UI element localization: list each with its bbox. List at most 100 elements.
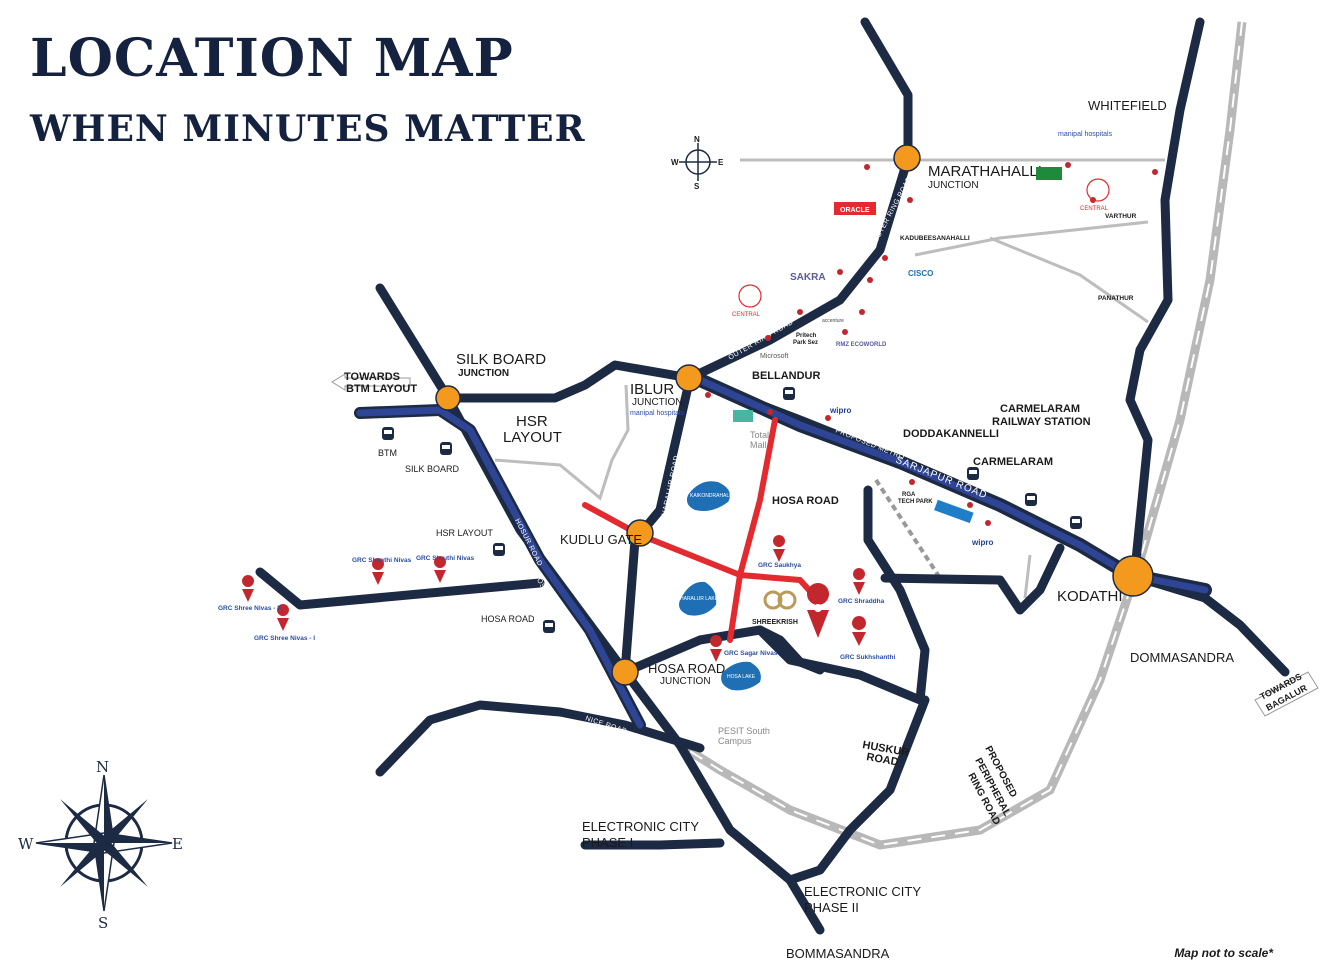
green-brand-logo: [1036, 167, 1062, 180]
marathahalli-junction-marker: [893, 144, 921, 172]
grc-shanthi-pin: [372, 558, 385, 585]
central-label-2: CENTRAL: [732, 312, 761, 318]
rga-label-2: TECH PARK: [898, 499, 933, 505]
shreekrish-label: SHREEKRISH: [752, 619, 798, 626]
marathahalli-label: MARATHAHALLI: [928, 163, 1042, 180]
pesit-label-2: Campus: [718, 736, 752, 746]
kadubeesanahalli-label: KADUBEESANAHALLI: [900, 235, 970, 242]
junction-markers: [435, 144, 1154, 686]
small-compass-e: E: [718, 158, 724, 167]
sakra-logo: SAKRA: [790, 272, 826, 283]
grc-sukhshanthi-pin: [852, 616, 867, 646]
kodathi-metro-icon: [1070, 516, 1082, 529]
total-mall-label-1: Total: [750, 430, 769, 440]
minor-roads: [494, 158, 1165, 599]
hosa-road-junction-label: HOSA ROAD: [648, 661, 725, 676]
landmark-pins: [705, 162, 1158, 526]
silk-board-label: SILK BOARD: [456, 351, 546, 368]
kudlu-gate-label: KUDLU GATE: [560, 532, 642, 547]
grc-shree-i-label: GRC Shree Nivas - I: [254, 635, 315, 642]
btm-station-label: BTM: [378, 448, 397, 458]
carmelaram-station-label-1: CARMELARAM: [1000, 403, 1080, 415]
hosa-road-junction-sub-label: JUNCTION: [660, 676, 711, 687]
hsr-label-1: HSR: [516, 413, 548, 430]
hosa-road-metro-icon: [543, 620, 555, 633]
grc-shree-ii-pin: [242, 575, 255, 602]
hosa-road-junction-marker: [611, 658, 639, 686]
compass-n: N: [96, 758, 109, 776]
proposed-peripheral-ring-road: [677, 21, 1247, 850]
page-title: LOCATION MAP: [30, 28, 514, 89]
towards-bagalur-arrow: [1254, 671, 1319, 717]
grc-shree-i-pin: [277, 604, 290, 631]
small-compass-w: W: [671, 158, 679, 167]
kaikondrahalli-lake-label: KAIKONDRAHALLI LAKE: [690, 493, 748, 499]
pesit-label-1: PESIT South: [718, 726, 770, 736]
red-roads: [582, 417, 821, 643]
bellandur-label: BELLANDUR: [752, 370, 820, 382]
silk-board-metro-icon: [440, 442, 452, 455]
wipro-logo-2: wipro: [971, 538, 993, 547]
compass-e: E: [172, 835, 183, 853]
pritech-label-2: Park Sez: [793, 340, 818, 346]
electronic-city-1-label-a: ELECTRONIC CITY: [582, 819, 699, 834]
project-pins: [242, 535, 867, 662]
electronic-city-2-label-a: ELECTRONIC CITY: [804, 884, 921, 899]
hosa-road-station-label: HOSA ROAD: [481, 614, 535, 624]
small-compass-n: N: [694, 135, 700, 144]
grc-saukhya-pin: [773, 535, 786, 562]
small-compass-s: S: [694, 182, 700, 191]
carmelaram-metro-icon: [967, 467, 979, 480]
grc-shruthi-label: GRC Shruthi Nivas: [416, 555, 475, 562]
varthur-label: VARTHUR: [1105, 213, 1137, 220]
oracle-logo: [834, 202, 876, 215]
small-compass: [679, 143, 717, 181]
panathur-label: PANATHUR: [1098, 295, 1134, 302]
central-logo-2: [738, 284, 762, 308]
grc-saukhya-label: GRC Saukhya: [758, 562, 801, 569]
total-mall-label-2: Mall: [750, 440, 767, 450]
scale-note: Map not to scale*: [1174, 946, 1273, 960]
central-logo-1: [1086, 178, 1110, 202]
manipal-logo-1: manipal hospitals: [1058, 131, 1113, 138]
central-label-1: CENTRAL: [1080, 206, 1109, 212]
kodathi-marker: [1112, 555, 1154, 597]
hosa-road-red-label: HOSA ROAD: [772, 495, 839, 507]
haralur-lake-label: HARALUR LAKE: [680, 596, 719, 602]
grc-shree-ii-label: GRC Shree Nivas - II: [218, 605, 281, 612]
manipal-logo-2: manipal hospitals: [630, 410, 685, 417]
total-mall-logo: [733, 410, 753, 422]
accenture-logo: accenture: [822, 318, 844, 324]
grc-shruthi-pin: [434, 556, 447, 583]
whitefield-label: WHITEFIELD: [1088, 98, 1167, 113]
outer-ring-road-label: OUTER RING ROAD: [873, 176, 914, 244]
main-roads: [255, 17, 1290, 935]
kudlu-gate-marker: [626, 519, 654, 547]
rga-label-1: RGA: [902, 492, 916, 498]
bommasandra-label: BOMMASANDRA: [786, 946, 890, 961]
towards-btm-arrow: [331, 373, 411, 391]
hosa-lake: [721, 661, 761, 691]
towards-btm-label-2: BTM LAYOUT: [346, 383, 417, 395]
compass-s: S: [98, 914, 108, 932]
grc-sagar-pin: [710, 635, 723, 662]
grc-shanthi-label: GRC Shanthi Nivas: [352, 557, 412, 564]
cisco-logo: CISCO: [908, 269, 933, 278]
brand-logos: ORACLE CENTRAL CENTRAL manipal hospitals…: [630, 131, 1113, 547]
pritech-label-1: Pritech: [796, 333, 817, 339]
rmz-logo: RMZ ECOWORLD: [836, 342, 887, 348]
compass-rose: [35, 774, 173, 912]
carmelaram-station-metro-icon: [1025, 493, 1037, 506]
hsr-metro-icon: [493, 543, 505, 556]
shreekrish-logo: [763, 590, 797, 610]
grc-shraddha-label: GRC Shraddha: [838, 598, 885, 605]
iblur-sub-label: JUNCTION: [632, 397, 683, 408]
lakes: [679, 481, 761, 691]
decathlon-logo: [934, 499, 974, 524]
btm-metro-icon: [382, 427, 394, 440]
electronic-city-1-label-b: PHASE I: [582, 835, 633, 850]
huskur-label-2: ROAD: [865, 751, 899, 768]
grc-sagar-label: GRC Sagar Nivas: [724, 650, 778, 657]
towards-btm-label-1: TOWARDS: [344, 371, 400, 383]
wipro-logo-1: wipro: [829, 406, 851, 415]
